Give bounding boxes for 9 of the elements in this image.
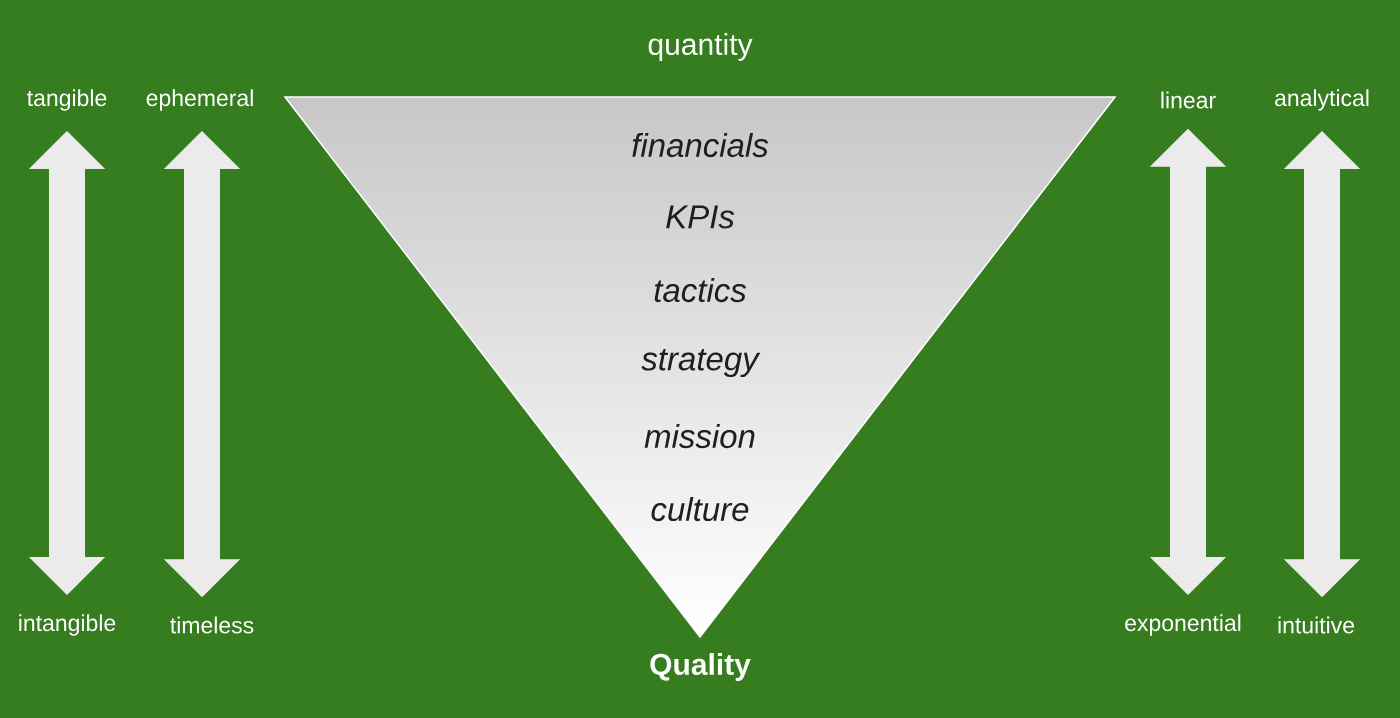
text-label: linear — [1161, 91, 1216, 109]
text-label: intuitive — [1278, 616, 1354, 634]
text-label: timeless — [170, 616, 254, 634]
text-label: ephemeral — [146, 89, 253, 111]
axis-label: quantity — [648, 33, 753, 61]
text-label: tangible — [27, 89, 107, 111]
text-label: intangible — [19, 614, 116, 636]
text-label: exponential — [1125, 614, 1241, 636]
text-label: analytical — [1275, 89, 1369, 111]
